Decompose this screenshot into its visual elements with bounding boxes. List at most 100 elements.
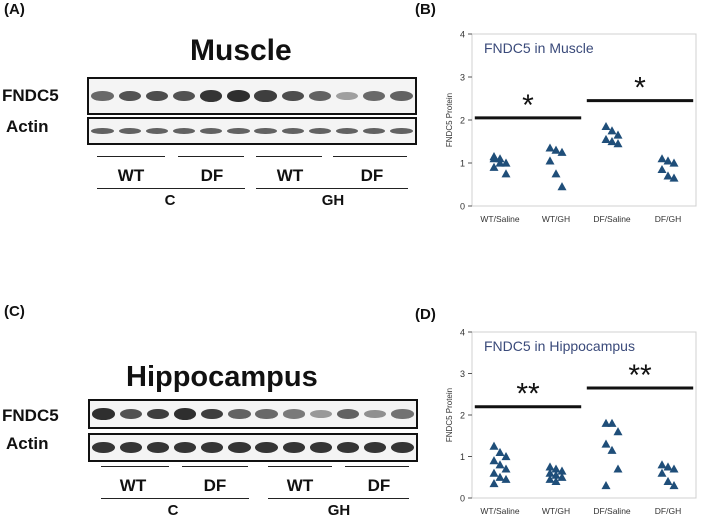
lane-line: [178, 156, 244, 157]
blot-band: [119, 442, 142, 453]
plot-frame: [471, 33, 697, 207]
data-point: [657, 468, 667, 477]
data-point: [669, 158, 679, 167]
y-tick-label: 2: [460, 116, 465, 126]
data-point: [551, 464, 561, 473]
data-point: [489, 456, 499, 465]
blot-band: [308, 127, 332, 135]
blot-band: [172, 127, 196, 135]
data-point: [557, 182, 567, 191]
blot-band: [390, 127, 413, 135]
y-tick-label: 1: [460, 452, 465, 462]
fndc5-row-label-c: FNDC5: [2, 406, 59, 425]
y-tick-label: 0: [460, 202, 465, 212]
data-point: [545, 474, 555, 483]
data-point: [657, 154, 667, 163]
data-point: [545, 462, 555, 471]
blot-band: [201, 442, 224, 453]
data-point: [663, 171, 673, 180]
blot-band: [118, 127, 141, 135]
data-point: [489, 162, 499, 171]
x-category-label: WT/GH: [542, 214, 570, 224]
data-point: [489, 441, 499, 450]
blot-band: [363, 91, 386, 101]
blot-band: [309, 442, 333, 453]
treatment-label: C: [167, 502, 179, 519]
data-point: [663, 156, 673, 165]
blot-band: [173, 442, 197, 453]
data-point: [501, 452, 511, 461]
data-point: [613, 427, 623, 436]
blot-band: [146, 408, 170, 420]
fndc5-blot-muscle: [87, 77, 417, 115]
blot-band: [228, 442, 251, 453]
data-point: [495, 447, 505, 456]
chart-title: FNDC5 in Hippocampus: [484, 338, 635, 354]
blot-band: [391, 409, 414, 419]
data-point: [613, 130, 623, 139]
data-point: [551, 476, 561, 485]
y-tick-label: 4: [460, 328, 465, 338]
data-point: [613, 139, 623, 148]
blot-band: [119, 408, 142, 420]
panel-label-a: (A): [4, 1, 25, 18]
blot-band: [173, 408, 197, 420]
data-point: [663, 476, 673, 485]
x-category-label: DF/Saline: [593, 506, 631, 516]
genotype-label: DF: [203, 476, 227, 495]
y-tick-label: 0: [460, 494, 465, 504]
genotype-label: DF: [367, 476, 391, 495]
data-point: [495, 158, 505, 167]
y-tick-label: 4: [460, 30, 465, 40]
data-point: [607, 445, 617, 454]
blot-band: [282, 442, 305, 453]
data-point: [557, 147, 567, 156]
x-category-label: WT/Saline: [480, 506, 519, 516]
data-point: [669, 481, 679, 490]
blot-band: [228, 409, 251, 419]
data-point: [601, 418, 611, 427]
treatment-line: [256, 188, 408, 189]
y-axis-label: FNDC5 Protein: [445, 388, 454, 442]
blot-band: [255, 409, 278, 419]
plot-frame: [471, 331, 697, 499]
data-point: [551, 169, 561, 178]
genotype-label: DF: [200, 166, 224, 185]
blot-band: [364, 442, 387, 453]
data-point: [495, 472, 505, 481]
genotype-label: WT: [117, 166, 145, 185]
treatment-line: [101, 498, 249, 499]
y-tick-label: 1: [460, 159, 465, 169]
x-category-label: DF/Saline: [593, 214, 631, 224]
y-tick-label: 2: [460, 411, 465, 421]
lane-line: [97, 156, 165, 157]
hippocampus-title: Hippocampus: [126, 361, 318, 393]
lane-line: [182, 466, 248, 467]
blot-band: [282, 409, 305, 419]
blot-band: [390, 91, 413, 101]
data-point: [657, 460, 667, 469]
blot-band: [118, 90, 141, 102]
blot-band: [335, 91, 359, 101]
blot-band: [254, 127, 277, 135]
panel-label-d: (D): [415, 306, 436, 323]
blot-band: [363, 127, 386, 135]
data-point: [607, 126, 617, 135]
lane-line: [268, 466, 332, 467]
data-point: [501, 474, 511, 483]
blot-band: [336, 409, 360, 419]
treatment-label: GH: [327, 502, 351, 519]
actin-row-label-c: Actin: [6, 434, 49, 453]
blot-band: [92, 408, 115, 420]
lane-line: [345, 466, 409, 467]
data-point: [557, 466, 567, 475]
blot-band: [227, 90, 250, 102]
treatment-line: [97, 188, 245, 189]
genotype-label: WT: [276, 166, 304, 185]
data-point: [489, 152, 499, 161]
blot-band: [281, 127, 304, 135]
data-point: [601, 121, 611, 131]
blot-band: [309, 409, 333, 419]
blot-band: [335, 127, 359, 135]
